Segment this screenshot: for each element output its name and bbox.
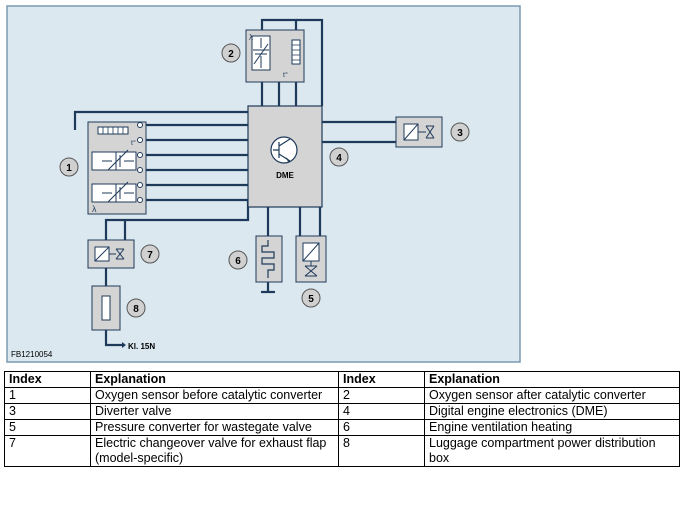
callout-3: 3 bbox=[450, 122, 470, 142]
callout-2-label: 2 bbox=[228, 49, 234, 60]
callout-2: 2 bbox=[221, 43, 241, 63]
dme-control-unit: DME bbox=[247, 105, 323, 208]
transistor-symbol bbox=[270, 136, 298, 164]
table-row: 1 Oxygen sensor before catalytic convert… bbox=[4, 387, 680, 404]
header-index-1: Index bbox=[4, 371, 91, 388]
callout-7: 7 bbox=[140, 244, 160, 264]
pressure-converter-wastegate bbox=[295, 235, 327, 283]
callout-7-label: 7 bbox=[147, 250, 153, 261]
row3-explanation-a: Pressure converter for wastegate valve bbox=[90, 419, 339, 436]
sensor1-temp-symbol: t° bbox=[131, 139, 136, 147]
header-explanation-2: Explanation bbox=[424, 371, 680, 388]
header-index-2: Index bbox=[338, 371, 425, 388]
row2-index-b: 4 bbox=[338, 403, 425, 420]
row4-explanation-a: Electric changeover valve for exhaust fl… bbox=[90, 435, 339, 467]
oxygen-sensor-before-catalytic-converter: t° λ bbox=[87, 121, 147, 215]
callout-3-label: 3 bbox=[457, 128, 463, 139]
exhaust-flap-changeover-valve bbox=[87, 239, 135, 269]
callout-6-label: 6 bbox=[235, 256, 241, 267]
figure-code: FB1210054 bbox=[11, 350, 53, 359]
callout-4: 4 bbox=[329, 147, 349, 167]
row4-explanation-b: Luggage compartment power distribution b… bbox=[424, 435, 680, 467]
power-distribution-box bbox=[91, 285, 126, 348]
row3-index-a: 5 bbox=[4, 419, 91, 436]
dme-label: DME bbox=[276, 171, 294, 180]
row3-explanation-b: Engine ventilation heating bbox=[424, 419, 680, 436]
row4-index-a: 7 bbox=[4, 435, 91, 467]
sensor2-temp-symbol: t° bbox=[283, 71, 288, 79]
table-row: 7 Electric changeover valve for exhaust … bbox=[4, 435, 680, 467]
header-explanation-1: Explanation bbox=[90, 371, 339, 388]
table-row: 3 Diverter valve 4 Digital engine electr… bbox=[4, 403, 680, 420]
legend-table: Index Explanation Index Explanation 1 Ox… bbox=[4, 371, 680, 467]
row1-index-a: 1 bbox=[4, 387, 91, 404]
callout-4-label: 4 bbox=[336, 153, 342, 164]
sensor2-lambda-symbol: λ bbox=[249, 33, 253, 42]
callout-8: 8 bbox=[126, 298, 146, 318]
callout-1: 1 bbox=[59, 157, 79, 177]
callout-5-label: 5 bbox=[308, 294, 314, 305]
row2-explanation-b: Digital engine electronics (DME) bbox=[424, 403, 680, 420]
callout-5: 5 bbox=[301, 288, 321, 308]
row2-explanation-a: Diverter valve bbox=[90, 403, 339, 420]
row2-index-a: 3 bbox=[4, 403, 91, 420]
row1-explanation-b: Oxygen sensor after catalytic converter bbox=[424, 387, 680, 404]
diverter-valve bbox=[395, 116, 443, 148]
terminal-label: Kl. 15N bbox=[128, 342, 155, 351]
row1-explanation-a: Oxygen sensor before catalytic converter bbox=[90, 387, 339, 404]
row1-index-b: 2 bbox=[338, 387, 425, 404]
row4-index-b: 8 bbox=[338, 435, 425, 467]
table-row: 5 Pressure converter for wastegate valve… bbox=[4, 419, 680, 436]
row3-index-b: 6 bbox=[338, 419, 425, 436]
wiring-diagram: t° λ λ t° DME bbox=[6, 5, 521, 363]
callout-1-label: 1 bbox=[66, 163, 72, 174]
callout-6: 6 bbox=[228, 250, 248, 270]
legend-header-row: Index Explanation Index Explanation bbox=[4, 371, 680, 388]
callout-8-label: 8 bbox=[133, 304, 139, 315]
sensor1-lambda-symbol: λ bbox=[92, 204, 97, 214]
engine-ventilation-heating bbox=[255, 235, 283, 283]
oxygen-sensor-after-catalytic-converter: λ t° bbox=[245, 29, 305, 83]
